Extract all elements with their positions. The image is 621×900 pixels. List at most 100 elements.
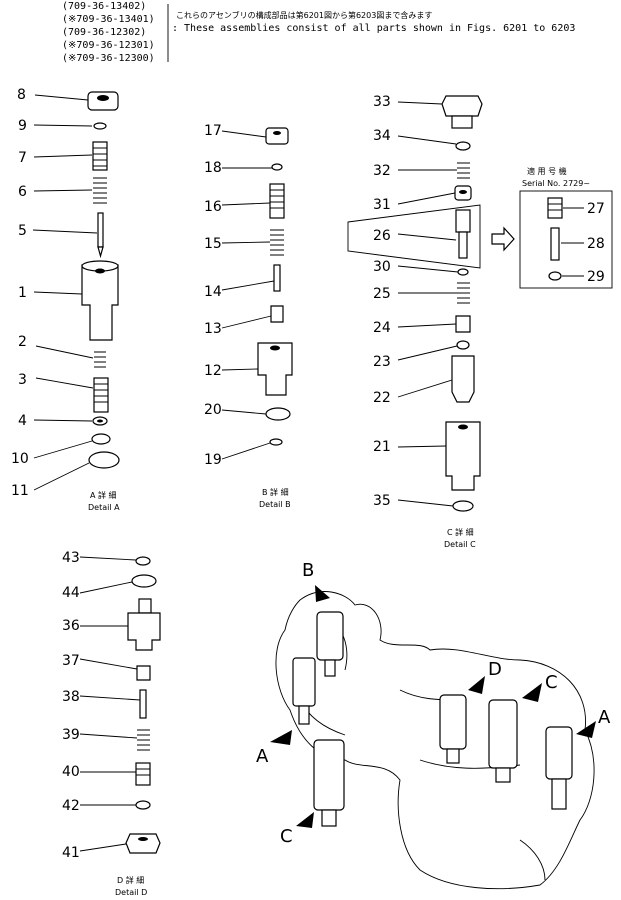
- valve-c-right: [488, 699, 518, 769]
- callout-22: 22: [373, 390, 391, 406]
- callout-29: 29: [587, 269, 605, 285]
- view-label-c-right: C: [545, 672, 558, 693]
- callout-41: 41: [62, 845, 80, 861]
- part-11-ring: [88, 451, 120, 469]
- part-29: [548, 271, 562, 281]
- part-30-ring: [457, 268, 469, 276]
- callout-2: 2: [18, 334, 27, 350]
- callout-44: 44: [62, 585, 80, 601]
- callout-32: 32: [373, 163, 391, 179]
- part-32-spring: [457, 162, 470, 179]
- part-42-ring: [135, 800, 151, 810]
- part-40: [135, 762, 151, 786]
- part-24: [455, 315, 471, 333]
- detail-a-en: Detail A: [88, 503, 120, 512]
- callout-5: 5: [18, 223, 27, 239]
- part-34-ring: [455, 141, 471, 151]
- detail-b-jp: B 詳 細: [262, 487, 289, 497]
- callout-12: 12: [204, 363, 222, 379]
- detail-d: 43 44 36 37 38 39 40 42 41 D 詳 細 Detail …: [62, 550, 161, 897]
- detail-a-jp: A 詳 細: [90, 490, 117, 500]
- part-39-spring: [137, 729, 150, 751]
- callout-38: 38: [62, 689, 80, 705]
- arrow-a-right: [576, 721, 596, 738]
- part-15-spring: [270, 229, 284, 256]
- part-8-hole: [97, 95, 109, 101]
- callout-34: 34: [373, 128, 391, 144]
- part-16: [269, 183, 285, 219]
- callout-15: 15: [204, 236, 222, 252]
- part-12-body: [257, 342, 293, 396]
- callout-28: 28: [587, 236, 605, 252]
- callout-16: 16: [204, 199, 222, 215]
- detail-c-leaders: [397, 101, 459, 507]
- part-18-ring: [271, 163, 283, 171]
- part-28: [550, 227, 560, 261]
- detail-d-en: Detail D: [115, 888, 147, 897]
- arrow-c-right: [522, 683, 542, 702]
- callout-6: 6: [18, 184, 27, 200]
- callout-4: 4: [18, 413, 27, 429]
- callout-17: 17: [204, 123, 222, 139]
- serial-box: [519, 190, 613, 289]
- detail-b-leaders: [221, 130, 275, 460]
- callout-21: 21: [373, 439, 391, 455]
- part-17-nut: [265, 127, 289, 145]
- part-44-ring: [131, 574, 157, 588]
- callout-37: 37: [62, 653, 80, 669]
- callout-35: 35: [373, 493, 391, 509]
- part-2-spring: [94, 351, 106, 368]
- callout-36: 36: [62, 618, 80, 634]
- part-14-pin: [273, 264, 281, 292]
- valve-c-left: [313, 739, 345, 811]
- part-13: [270, 305, 284, 323]
- part-22: [451, 355, 475, 403]
- view-label-c-left: C: [280, 826, 293, 847]
- callout-13: 13: [204, 321, 222, 337]
- part-number-2: (※709-36-13401): [62, 14, 155, 25]
- callout-25: 25: [373, 286, 391, 302]
- part-25-spring: [457, 282, 470, 304]
- part-number-5: (※709-36-12300): [62, 53, 155, 64]
- part-5-pin: [97, 212, 104, 248]
- part-26: [455, 209, 471, 233]
- callout-24: 24: [373, 320, 391, 336]
- detail-c-jp: C 詳 細: [447, 527, 474, 537]
- callout-3: 3: [18, 372, 27, 388]
- serial-en: Serial No. 2729~: [522, 179, 590, 188]
- view-label-d: D: [488, 659, 502, 680]
- part-3: [93, 377, 109, 413]
- callout-11: 11: [11, 483, 29, 499]
- callout-23: 23: [373, 354, 391, 370]
- callout-1: 1: [18, 285, 27, 301]
- arrow-b: [315, 585, 330, 602]
- part-number-1: (709-36-13402): [62, 1, 146, 12]
- part-26-bracket: [347, 204, 481, 269]
- part-36-top: [138, 598, 152, 614]
- replacement-arrow: [491, 226, 515, 252]
- part-33-plug: [441, 95, 483, 117]
- valve-d: [439, 694, 467, 750]
- view-label-a-right: A: [598, 707, 611, 728]
- valve-b: [316, 611, 344, 661]
- part-7: [92, 141, 108, 171]
- part-37: [136, 665, 151, 681]
- detail-a-leaders: [32, 94, 98, 491]
- valve-assembly-view: B A C D C A: [256, 560, 611, 890]
- arrow-d: [468, 676, 485, 694]
- callout-14: 14: [204, 284, 222, 300]
- detail-d-leaders: [79, 556, 141, 852]
- part-36: [127, 612, 161, 651]
- callout-42: 42: [62, 798, 80, 814]
- callout-19: 19: [204, 452, 222, 468]
- callout-40: 40: [62, 764, 80, 780]
- part-41-nut: [125, 833, 161, 854]
- part-number-4: (※709-36-12301): [62, 40, 155, 51]
- callout-9: 9: [18, 118, 27, 134]
- callout-26: 26: [373, 228, 391, 244]
- detail-d-jp: D 詳 細: [117, 875, 144, 885]
- part-10-ring: [91, 433, 111, 445]
- part-number-3: (709-36-12302): [62, 27, 146, 38]
- arrow-c-left: [296, 812, 314, 828]
